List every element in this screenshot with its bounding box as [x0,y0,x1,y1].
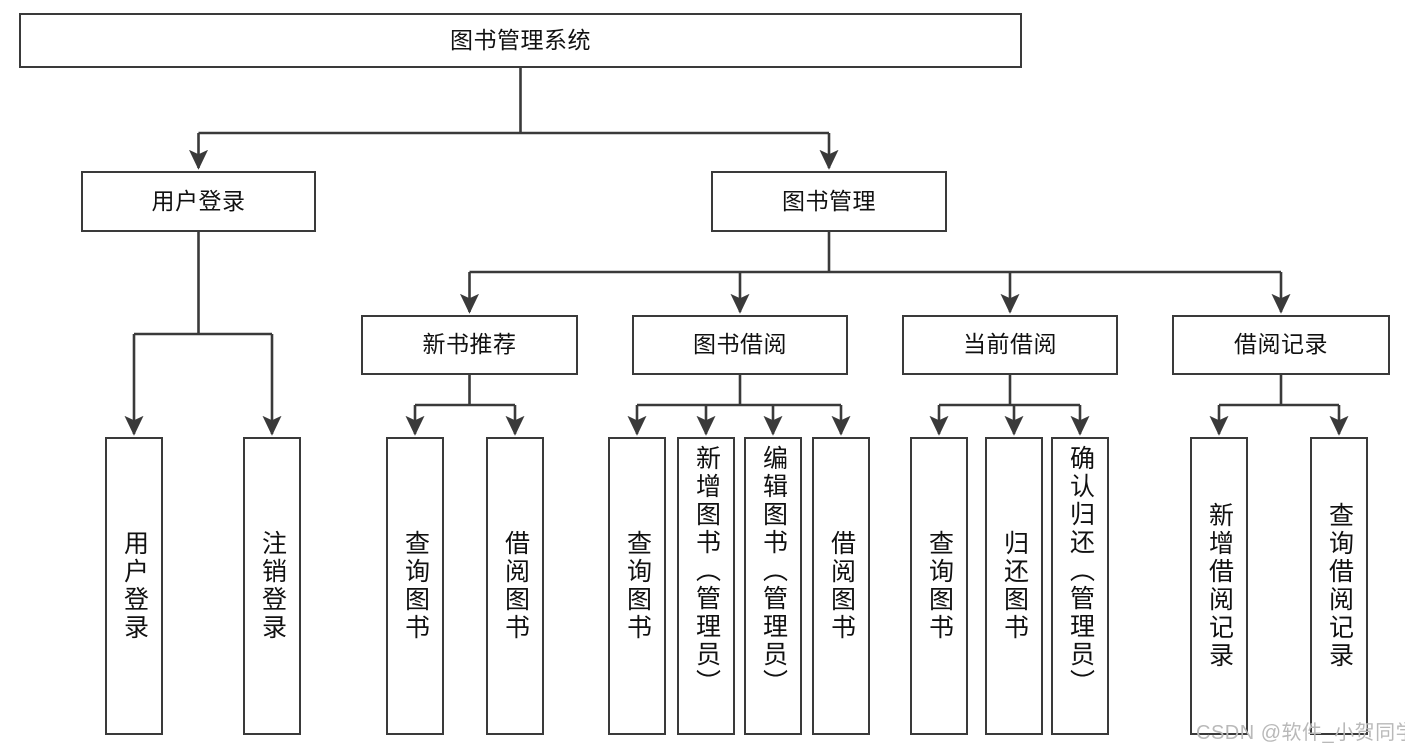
node-leaf-user-logout-label: 注销登录 [258,530,287,642]
node-book-manage[interactable]: 图书管理 [711,171,947,232]
node-leaf-borrow-book-2-label: 借阅图书 [827,530,856,642]
node-current-borrow-label: 当前借阅 [963,331,1057,358]
node-leaf-confirm-return-label: 确认归还（管理员） [1066,445,1095,697]
node-leaf-return-book-label: 归还图书 [1000,530,1029,642]
node-borrow-record-label: 借阅记录 [1234,331,1328,358]
node-leaf-edit-book-label: 编辑图书（管理员） [759,445,788,697]
node-leaf-query-book-1[interactable]: 查询图书 [386,437,444,735]
node-book-borrow[interactable]: 图书借阅 [632,315,848,375]
node-leaf-return-book[interactable]: 归还图书 [985,437,1043,735]
node-leaf-query-book-1-label: 查询图书 [401,530,430,642]
node-leaf-borrow-book-2[interactable]: 借阅图书 [812,437,870,735]
node-root[interactable]: 图书管理系统 [19,13,1022,68]
node-leaf-user-login-label: 用户登录 [120,530,149,642]
node-current-borrow[interactable]: 当前借阅 [902,315,1118,375]
node-leaf-query-record[interactable]: 查询借阅记录 [1310,437,1368,735]
node-leaf-query-book-2[interactable]: 查询图书 [608,437,666,735]
node-leaf-add-book-label: 新增图书（管理员） [692,445,721,697]
node-leaf-user-logout[interactable]: 注销登录 [243,437,301,735]
node-leaf-add-book[interactable]: 新增图书（管理员） [677,437,735,735]
node-leaf-query-record-label: 查询借阅记录 [1325,502,1354,670]
watermark: CSDN @软件_小贺同学 [1196,722,1405,744]
node-leaf-add-record[interactable]: 新增借阅记录 [1190,437,1248,735]
node-leaf-edit-book[interactable]: 编辑图书（管理员） [744,437,802,735]
node-new-book-recommend-label: 新书推荐 [422,331,517,358]
node-leaf-borrow-book-1[interactable]: 借阅图书 [486,437,544,735]
node-leaf-add-record-label: 新增借阅记录 [1205,502,1234,670]
node-leaf-query-book-3-label: 查询图书 [925,530,954,642]
node-leaf-query-book-2-label: 查询图书 [623,530,652,642]
node-leaf-borrow-book-1-label: 借阅图书 [501,530,530,642]
node-leaf-user-login[interactable]: 用户登录 [105,437,163,735]
node-leaf-query-book-3[interactable]: 查询图书 [910,437,968,735]
node-book-borrow-label: 图书借阅 [693,331,787,358]
node-leaf-confirm-return[interactable]: 确认归还（管理员） [1051,437,1109,735]
node-new-book-recommend[interactable]: 新书推荐 [361,315,578,375]
node-root-label: 图书管理系统 [450,26,591,53]
node-borrow-record[interactable]: 借阅记录 [1172,315,1390,375]
node-user-login[interactable]: 用户登录 [81,171,316,232]
node-book-manage-label: 图书管理 [782,187,876,214]
node-user-login-label: 用户登录 [151,187,246,214]
